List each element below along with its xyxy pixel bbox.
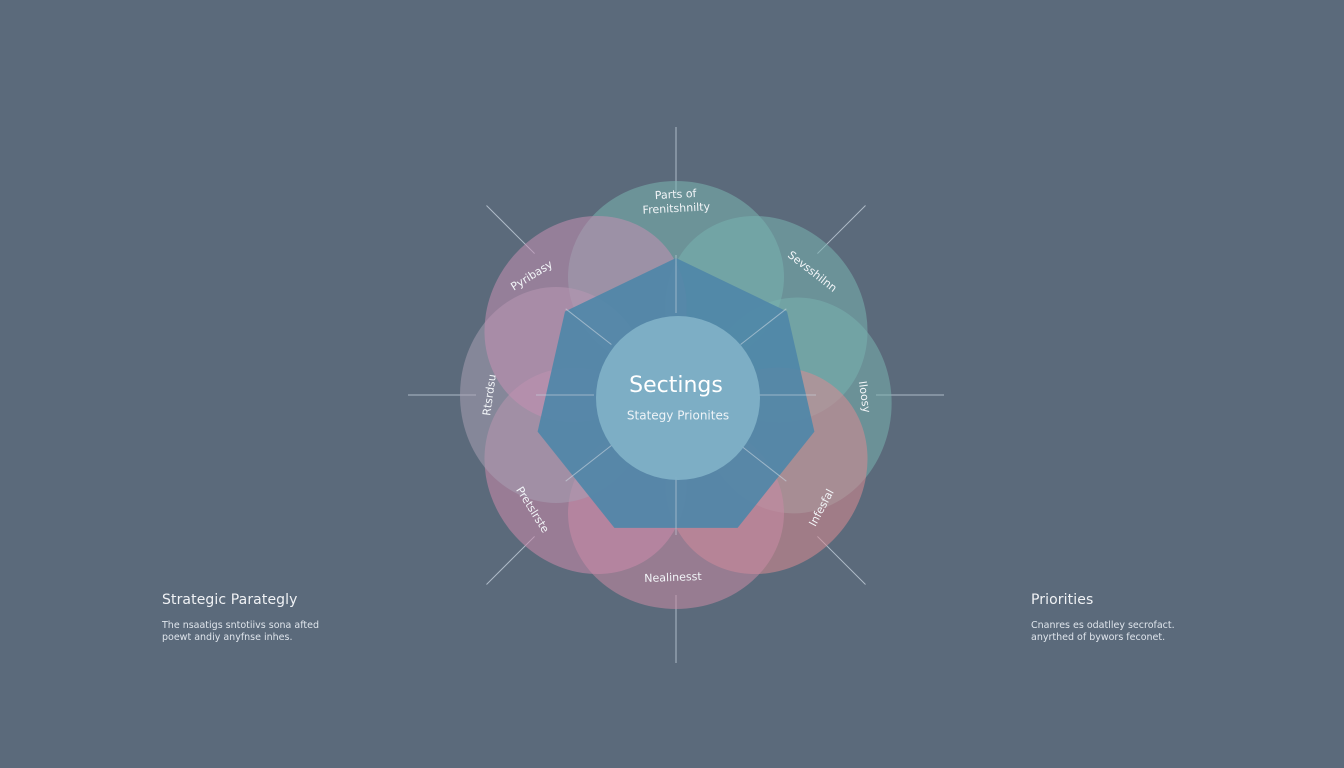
left-block-body-line: The nsaatigs sntotiivs sona afted	[162, 620, 319, 631]
petal-label-line: Nealinesst	[644, 570, 702, 585]
right-block-body: Cnanres es odatlley secrofact. anyrthed …	[1031, 620, 1251, 644]
petal-label-line: Parts of	[655, 187, 698, 202]
petal-label: Parts ofFrenitshnilty	[642, 186, 711, 217]
left-block-body: The nsaatigs sntotiivs sona afted poewt …	[162, 620, 382, 644]
left-block-body-line: poewt andiy anyfnse inhes.	[162, 632, 293, 643]
heptagon-divider	[565, 445, 612, 482]
heptagon-dividers	[536, 255, 816, 535]
petal-label-line: Frenitshnilty	[642, 200, 711, 217]
center-circle	[596, 316, 760, 480]
right-block-body-line: anyrthed of bywors feconet.	[1031, 632, 1166, 643]
center-title: Sectings	[629, 373, 723, 398]
right-text-block: Priorities Cnanres es odatlley secrofact…	[1031, 592, 1251, 644]
heptagon-divider	[740, 308, 787, 345]
petal-label-line: Rtsrdsu	[480, 373, 499, 416]
heptagon-divider	[565, 308, 612, 345]
center-subtitle: Stategy Prionites	[627, 409, 729, 423]
petal-label: Nealinesst	[644, 570, 702, 585]
right-block-title: Priorities	[1031, 592, 1094, 608]
petal-label: Iloosy	[856, 380, 873, 414]
petal-label: Rtsrdsu	[480, 373, 499, 416]
right-block-body-line: Cnanres es odatlley secrofact.	[1031, 620, 1175, 631]
left-block-title: Strategic Parategly	[162, 592, 298, 608]
heptagon-divider	[740, 445, 787, 482]
left-text-block: Strategic Parategly The nsaatigs sntotii…	[162, 592, 382, 644]
petal-label-line: Iloosy	[856, 380, 873, 414]
